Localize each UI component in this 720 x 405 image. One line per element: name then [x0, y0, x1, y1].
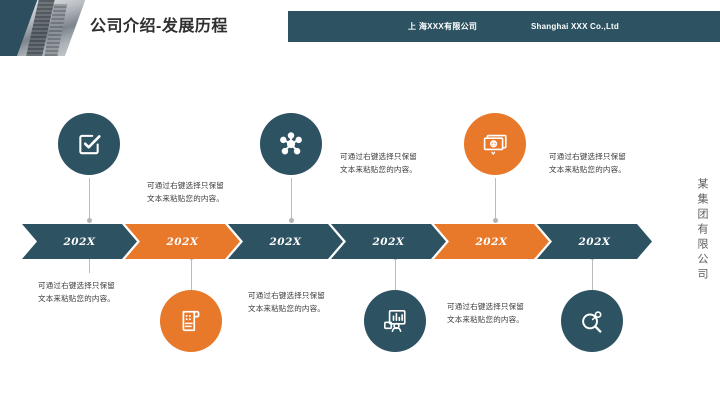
connector-dot-1 — [87, 218, 92, 223]
connector-line-4 — [395, 259, 396, 293]
header-company-name-en: Shanghai XXX Co.,Ltd — [531, 22, 620, 31]
connector-line-5 — [495, 178, 496, 220]
timeline-milestone-1-label: 202X — [63, 235, 96, 248]
presentation-chart-person-icon — [382, 308, 408, 334]
logo-decoration — [0, 0, 92, 56]
header-company-bar: 上 海XXX有限公司 Shanghai XXX Co.,Ltd — [288, 11, 720, 42]
network-hub-icon — [278, 131, 304, 157]
timeline-milestone-5-label: 202X — [475, 235, 508, 248]
connector-line-1b — [89, 259, 90, 273]
milestone-text-5: 可通过右键选择只保留 文本来粘贴您的内容。 — [447, 302, 524, 325]
timeline-milestone-4-label: 202X — [372, 235, 405, 248]
milestone-text-4: 可通过右键选择只保留 文本来粘贴您的内容。 — [340, 152, 417, 175]
timeline-track: 202X 202X 202X 202X 202X 202X — [22, 224, 662, 259]
milestone-icon-circle-4[interactable] — [364, 290, 426, 352]
milestone-icon-circle-2[interactable] — [160, 290, 222, 352]
check-square-edit-icon — [76, 131, 102, 157]
connector-line-3 — [291, 178, 292, 220]
connector-dot-3 — [289, 218, 294, 223]
side-group-name: 某集团有限公司 — [696, 178, 709, 283]
magnifier-analysis-icon — [579, 308, 605, 334]
timeline-milestone-2[interactable]: 202X — [125, 224, 240, 259]
connector-line-2 — [191, 259, 192, 295]
milestone-icon-circle-5[interactable] — [464, 113, 526, 175]
connector-dot-5 — [493, 218, 498, 223]
timeline-milestone-3-label: 202X — [269, 235, 302, 248]
timeline-milestone-6[interactable]: 202X — [537, 224, 652, 259]
milestone-icon-circle-1[interactable] — [58, 113, 120, 175]
milestone-icon-circle-6[interactable] — [561, 290, 623, 352]
milestone-text-3: 可通过右键选择只保留 文本来粘贴您的内容。 — [248, 291, 325, 314]
timeline-milestone-1[interactable]: 202X — [22, 224, 137, 259]
timeline-milestone-5[interactable]: 202X — [434, 224, 549, 259]
banknote-money-icon — [482, 131, 508, 157]
timeline-milestone-4[interactable]: 202X — [331, 224, 446, 259]
timeline-milestone-2-label: 202X — [166, 235, 199, 248]
connector-line-1 — [89, 178, 90, 220]
header-company-name-cn: 上 海XXX有限公司 — [408, 22, 478, 31]
page-title: 公司介绍-发展历程 — [90, 18, 228, 35]
milestone-text-1: 可通过右键选择只保留 文本来粘贴您的内容。 — [38, 281, 115, 304]
milestone-text-2: 可通过右键选择只保留 文本来粘贴您的内容。 — [147, 181, 224, 204]
timeline-milestone-3[interactable]: 202X — [228, 224, 343, 259]
timeline-milestone-6-label: 202X — [578, 235, 611, 248]
connector-line-6 — [592, 259, 593, 293]
milestone-icon-circle-3[interactable] — [260, 113, 322, 175]
receipt-document-icon — [178, 308, 204, 334]
milestone-text-6: 可通过右键选择只保留 文本来粘贴您的内容。 — [549, 152, 626, 175]
